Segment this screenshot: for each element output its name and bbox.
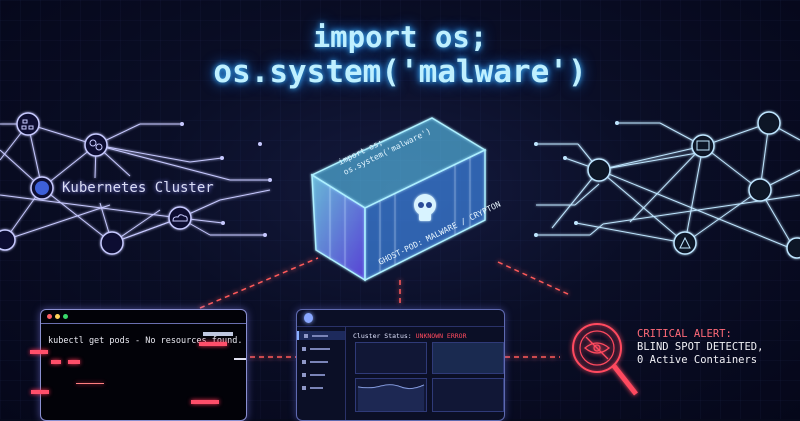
status-value: UNKNOWN ERROR <box>415 332 467 340</box>
warning-icon <box>673 231 697 255</box>
sidebar-item-1[interactable] <box>297 331 345 340</box>
dashboard-sidebar <box>297 327 346 420</box>
glitch-artifact <box>51 360 61 364</box>
glitch-artifact <box>199 342 227 346</box>
dashboard-header <box>297 310 504 327</box>
glitch-artifact <box>234 358 246 360</box>
terminal-output: kubectl get pods - No resources found. <box>48 336 243 346</box>
magnifier-eye-slash-icon <box>572 323 638 396</box>
glitch-artifact <box>31 390 49 394</box>
sidebar-item-4[interactable] <box>297 370 345 379</box>
glitch-artifact <box>76 383 104 384</box>
bug-icon <box>748 178 772 202</box>
status-label: Cluster Status: <box>353 332 412 340</box>
sync-icon <box>587 158 611 182</box>
glitch-artifact <box>68 360 80 364</box>
glitch-artifact <box>203 332 233 336</box>
sidebar-item-3[interactable] <box>297 357 345 366</box>
sidebar-item-5[interactable] <box>297 383 345 392</box>
alert-title: CRITICAL ALERT: <box>637 328 732 340</box>
sidebar-item-2[interactable] <box>297 344 345 353</box>
container-icon <box>691 134 715 158</box>
cloud-icon <box>168 206 192 230</box>
code-headline-line2: os.system('malware') <box>213 54 587 90</box>
chart-panel <box>355 378 427 412</box>
chart-icon <box>0 229 16 251</box>
kubernetes-cluster-label: Kubernetes Cluster <box>62 180 214 196</box>
dashboard-panel <box>432 378 504 412</box>
alert-line1: BLIND SPOT DETECTED, <box>637 341 764 353</box>
skull-icon <box>414 194 436 221</box>
gears-icon <box>84 133 108 157</box>
cluster-status: Cluster Status: UNKNOWN ERROR <box>353 332 467 340</box>
app-logo-icon <box>304 313 313 323</box>
minimize-window-button[interactable] <box>55 314 60 319</box>
code-headline-line1: import os; <box>312 20 488 54</box>
critical-alert: CRITICAL ALERT: BLIND SPOT DETECTED, 0 A… <box>637 328 763 367</box>
cluster-dashboard-window: Cluster Status: UNKNOWN ERROR <box>296 309 505 421</box>
close-window-button[interactable] <box>47 314 52 319</box>
terminal-titlebar <box>41 310 246 324</box>
maximize-window-button[interactable] <box>63 314 68 319</box>
terminal-window: kubectl get pods - No resources found. <box>31 309 247 421</box>
sitemap-icon <box>16 112 40 136</box>
pods-icon <box>100 231 124 255</box>
dashboard-panel <box>355 342 427 374</box>
server-icon <box>786 237 800 259</box>
glitch-artifact <box>191 400 219 404</box>
sitemap-icon <box>757 111 781 135</box>
glitch-artifact <box>30 350 48 354</box>
dashboard-panel <box>432 342 504 374</box>
alert-line2: 0 Active Containers <box>637 354 758 366</box>
